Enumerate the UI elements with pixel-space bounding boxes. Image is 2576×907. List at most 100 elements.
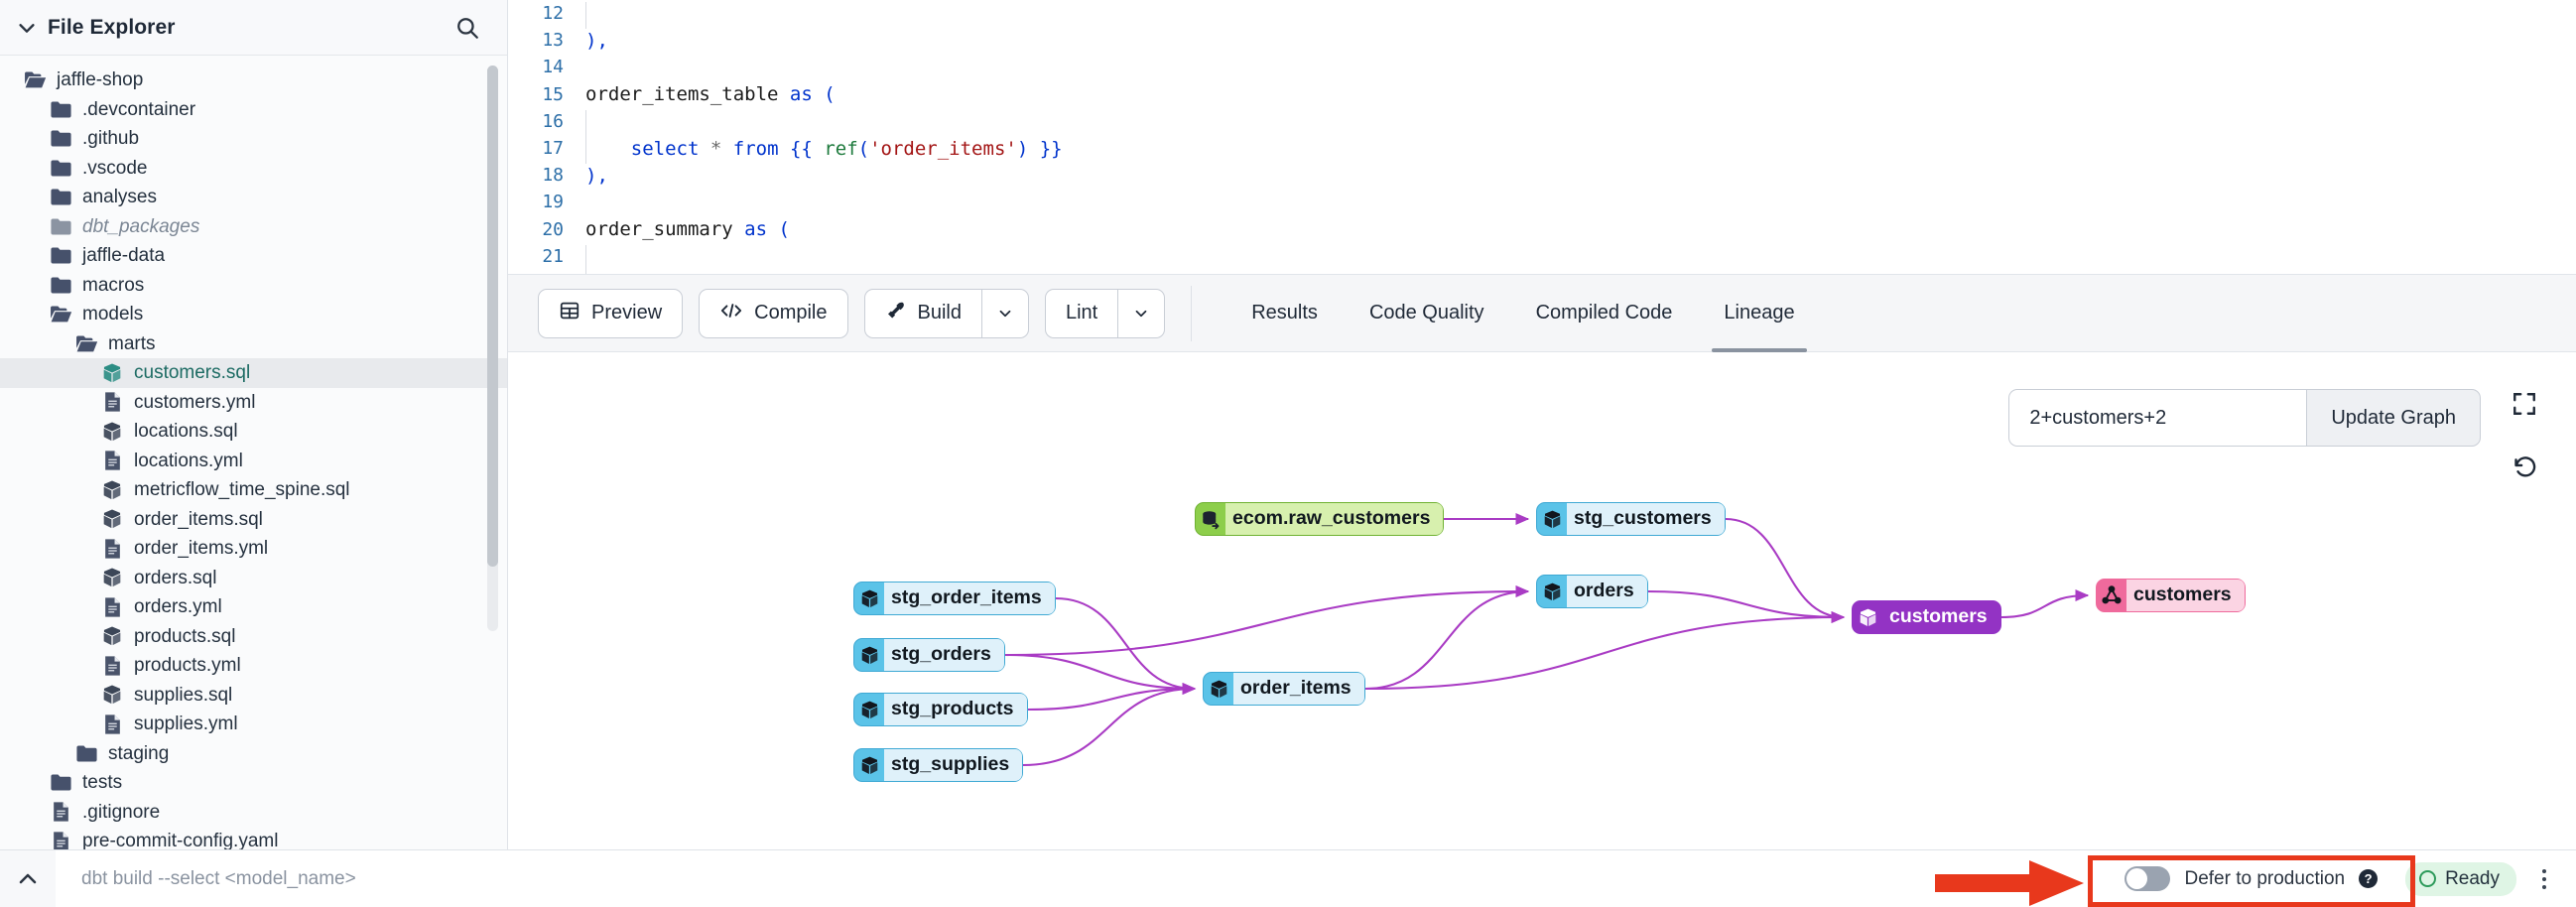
chevron-up-icon[interactable] <box>0 867 56 891</box>
file-tree-item[interactable]: products.sql <box>0 622 507 652</box>
code-line-number: 19 <box>542 192 564 213</box>
file-tree-item[interactable]: metricflow_time_spine.sql <box>0 475 507 505</box>
yaml-file-icon <box>99 391 125 413</box>
file-tree-item-label: locations.sql <box>134 421 238 443</box>
file-tree-item[interactable]: .gitignore <box>0 798 507 828</box>
file-tree-item[interactable]: order_items.sql <box>0 505 507 535</box>
file-tree-item[interactable]: pre-commit-config.yaml <box>0 827 507 856</box>
kebab-menu-icon[interactable] <box>2522 857 2566 901</box>
file-tree-item[interactable]: locations.sql <box>0 417 507 447</box>
file-tree-item[interactable]: orders.sql <box>0 564 507 593</box>
defer-toggle-label: Defer to production <box>2184 867 2346 889</box>
file-tree-item[interactable]: analyses <box>0 183 507 212</box>
file-tree-item[interactable]: staging <box>0 739 507 769</box>
lint-split-button[interactable]: Lint <box>1044 288 1166 338</box>
sidebar-scrollbar[interactable] <box>487 65 498 631</box>
status-badge[interactable]: Ready <box>2405 861 2516 896</box>
yaml-file-icon <box>99 596 125 618</box>
folder-open-icon <box>48 304 73 325</box>
build-split-button[interactable]: Build <box>863 288 1029 338</box>
file-tree-item[interactable]: orders.yml <box>0 592 507 622</box>
file-tree-item[interactable]: tests <box>0 768 507 798</box>
file-tree-item-label: pre-commit-config.yaml <box>82 831 279 852</box>
graph-side-controls[interactable] <box>2501 380 2548 489</box>
build-button-label: Build <box>917 302 962 324</box>
chevron-down-icon[interactable] <box>14 15 40 41</box>
defer-to-production-toggle[interactable]: Defer to production ? <box>2111 861 2395 896</box>
lint-dropdown-chevron-down-icon[interactable] <box>1117 288 1166 338</box>
file-tree-item[interactable]: jaffle-shop <box>0 65 507 95</box>
lint-button[interactable]: Lint <box>1044 288 1118 338</box>
lineage-node-customers_exposure[interactable]: customers <box>2096 579 2246 612</box>
code-line[interactable]: 17 select * from {{ ref('order_items') }… <box>508 135 2576 162</box>
code-line[interactable]: 12 <box>508 0 2576 27</box>
question-mark-icon[interactable]: ? <box>2359 869 2379 888</box>
file-tree-item[interactable]: jaffle-data <box>0 241 507 271</box>
lineage-node-orders[interactable]: orders <box>1536 575 1648 608</box>
lineage-node-stg_products[interactable]: stg_products <box>853 693 1028 726</box>
file-tree-item[interactable]: locations.yml <box>0 447 507 476</box>
file-tree-item-label: orders.sql <box>134 567 217 588</box>
file-tree-item-label: metricflow_time_spine.sql <box>134 479 350 501</box>
code-line[interactable]: 16 <box>508 108 2576 135</box>
code-line[interactable]: 21 <box>508 243 2576 270</box>
code-line[interactable]: 18), <box>508 162 2576 189</box>
status-bar-right: Defer to production ? Ready <box>2111 849 2576 907</box>
graph-selector-input[interactable]: 2+customers+2 <box>2008 389 2307 447</box>
lineage-node-label: ecom.raw_customers <box>1225 503 1444 535</box>
file-tree-item[interactable]: macros <box>0 271 507 301</box>
code-line-number: 15 <box>542 83 564 105</box>
code-line-text: order_summary as ( <box>585 218 790 241</box>
build-button[interactable]: Build <box>863 288 981 338</box>
search-icon[interactable] <box>453 14 481 42</box>
lineage-node-stg_supplies[interactable]: stg_supplies <box>853 748 1024 782</box>
defer-toggle-switch[interactable] <box>2125 866 2171 891</box>
file-tree-item[interactable]: order_items.yml <box>0 534 507 564</box>
file-tree-item[interactable]: dbt_packages <box>0 212 507 242</box>
lineage-node-stg_customers[interactable]: stg_customers <box>1536 502 1726 536</box>
build-dropdown-chevron-down-icon[interactable] <box>980 288 1029 338</box>
code-line[interactable]: 14 <box>508 54 2576 80</box>
tab-lineage[interactable]: Lineage <box>1698 275 1820 352</box>
file-tree-item[interactable]: customers.sql <box>0 358 507 388</box>
file-tree-item[interactable]: marts <box>0 329 507 359</box>
lineage-graph-panel[interactable]: 2+customers+2 Update Graph ecom.raw_cust… <box>508 352 2576 907</box>
file-tree-item[interactable]: supplies.yml <box>0 710 507 739</box>
reset-rotate-ccw-icon[interactable] <box>2501 442 2548 489</box>
lineage-node-order_items[interactable]: order_items <box>1203 672 1365 706</box>
model-cube-icon <box>854 693 884 726</box>
code-line[interactable]: 13), <box>508 27 2576 54</box>
file-tree-item[interactable]: supplies.sql <box>0 681 507 711</box>
graph-selector-controls[interactable]: 2+customers+2 Update Graph <box>2008 389 2481 447</box>
preview-button[interactable]: Preview <box>538 288 684 338</box>
tab-results[interactable]: Results <box>1225 275 1344 352</box>
tab-compiled-code[interactable]: Compiled Code <box>1510 275 1699 352</box>
file-tree-item[interactable]: products.yml <box>0 651 507 681</box>
file-tree-item[interactable]: .vscode <box>0 154 507 184</box>
fullscreen-expand-icon[interactable] <box>2501 380 2548 428</box>
lineage-node-stg_order_items[interactable]: stg_order_items <box>853 582 1056 615</box>
sidebar-scrollbar-thumb[interactable] <box>487 65 498 567</box>
file-tree-item[interactable]: .devcontainer <box>0 95 507 125</box>
update-graph-button[interactable]: Update Graph <box>2306 389 2481 447</box>
lineage-node-label: orders <box>1567 576 1647 607</box>
lineage-node-stg_orders[interactable]: stg_orders <box>853 638 1005 672</box>
file-tree-item[interactable]: models <box>0 300 507 329</box>
compile-button[interactable]: Compile <box>699 288 848 338</box>
tab-code-quality[interactable]: Code Quality <box>1344 275 1510 352</box>
folder-open-icon <box>22 69 48 91</box>
file-tree-item[interactable]: customers.yml <box>0 388 507 418</box>
tab-label: Compiled Code <box>1535 302 1673 324</box>
lineage-node-customers_model[interactable]: customers <box>1852 600 2001 634</box>
code-line[interactable]: 22 select <box>508 270 2576 274</box>
lineage-node-ecom_raw_customers[interactable]: ecom.raw_customers <box>1195 502 1445 536</box>
command-bar-input[interactable]: dbt build --select <model_name> <box>56 849 2112 907</box>
code-line[interactable]: 19 <box>508 189 2576 215</box>
file-tree-item[interactable]: .github <box>0 124 507 154</box>
